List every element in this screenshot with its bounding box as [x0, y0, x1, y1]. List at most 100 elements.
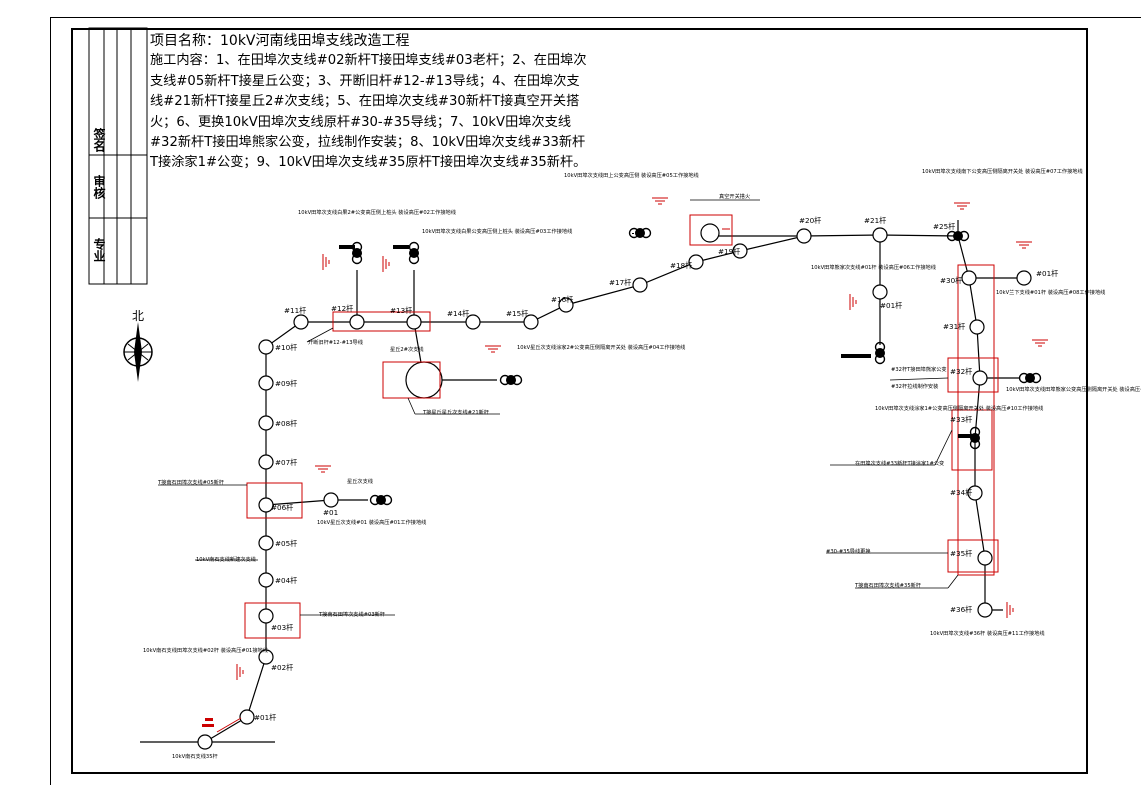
ann-33b: 在田埠次支线#33新杆T接涂家1#公变 [855, 459, 944, 467]
pole-31 [969, 319, 985, 335]
drawing-frame [71, 28, 1088, 774]
pole-label-10: #10杆 [275, 343, 297, 352]
pole-04 [258, 572, 274, 588]
sign-label-review: 审核 [92, 175, 106, 199]
pole-21 [872, 227, 888, 243]
switch-bars [339, 233, 972, 438]
pole-30 [961, 270, 977, 286]
ann-35: #30-#35导线更换 [826, 547, 871, 555]
pole-08 [258, 415, 274, 431]
pole-36 [977, 602, 993, 618]
pole-02 [258, 649, 274, 665]
project-description: 项目名称：10kV河南线田埠支线改造工程 施工内容：1、在田埠次支线#02新杆T… [150, 31, 590, 174]
ann-21: 10kV田埠熊家次支线#01杆 装设高压#06工作接地线 [811, 263, 936, 271]
pole-label-09: #09杆 [275, 379, 297, 388]
project-title-value: 10kV河南线田埠支线改造工程 [220, 33, 410, 49]
ann-05: 10kV南石支线新建次支线 [196, 555, 256, 563]
pole-01 [239, 709, 255, 725]
pole-label-36: #36杆 [950, 605, 972, 614]
pole-14 [465, 314, 481, 330]
pole-label-31: #31杆 [943, 322, 965, 331]
ann-13c: T接星丘星丘次支线#21新杆 [422, 408, 489, 416]
pole-label-12: #12杆 [331, 304, 353, 313]
pole-label-13: #13杆 [390, 306, 412, 315]
ann-36: 10kV田埠次支线#36杆 装设高压#11工作接地线 [930, 629, 1045, 637]
ann-02: 10kV南石支线田埠次支线#02杆 装设高压#01接地线 [143, 646, 268, 654]
annotations: 10kV南石支线35杆 10kV南石支线田埠次支线#02杆 装设高压#01接地线… [143, 167, 1141, 760]
pole-label-34: #34杆 [950, 488, 972, 497]
compass-icon [123, 322, 153, 382]
branch-pole-21-01 [872, 284, 888, 300]
pole-labels: #01杆 #02杆 #03杆 #04杆 #05杆 #06杆 #07杆 #08杆 … [254, 216, 1058, 722]
pole-03 [258, 608, 274, 624]
ann-32: #32杆T接田埠熊家公变 [891, 365, 947, 373]
pole-label-08: #08杆 [275, 419, 297, 428]
ann-13: 10kV田埠次支线白果公变高压侧上桩头 装设高压#03工作接地线 [422, 227, 572, 235]
ann-03: T接南石田埠次支线#03新杆 [318, 610, 385, 618]
pole-20 [796, 228, 812, 244]
pole-label-20: #20杆 [799, 216, 821, 225]
ann-35b: T接南石田埠次支线#35新杆 [854, 581, 921, 589]
pole-label-14: #14杆 [447, 309, 469, 318]
pole-label-06: #06杆 [271, 503, 293, 512]
pole-label-01: #01杆 [254, 713, 276, 722]
branch-pole-06-01 [323, 492, 339, 508]
pole-19 [732, 243, 748, 259]
sheet-top-border [50, 17, 1141, 18]
ann-13b: 星丘2#次支线 [390, 345, 424, 353]
branch-label-30-01: #01杆 [1036, 269, 1058, 278]
branch-pole-30-01 [1016, 270, 1032, 286]
ann-20b: 真空开关搭火 [719, 192, 750, 200]
pole-11 [293, 314, 309, 330]
leader-lines [158, 199, 959, 616]
highlight-boxes [244, 214, 999, 639]
pole-09 [258, 375, 274, 391]
pole-label-25: #25杆 [933, 222, 955, 231]
ann-1213: 开断旧杆#12-#13导线 [308, 338, 363, 346]
pole-label-18: #18杆 [670, 261, 692, 270]
pole-label-21: #21杆 [864, 216, 886, 225]
pole-06 [258, 497, 274, 513]
pole-35 [977, 550, 993, 566]
pole-34 [967, 485, 983, 501]
pole-label-30: #30杆 [940, 276, 962, 285]
pole-17 [632, 277, 648, 293]
pole-label-03: #03杆 [271, 623, 293, 632]
content-label: 施工内容： [150, 53, 216, 69]
project-title-label: 项目名称： [150, 33, 220, 49]
branch-label-06-01: #01 [323, 508, 338, 517]
ann-start-line: 10kV南石支线35杆 [172, 752, 218, 760]
pole-16 [558, 297, 574, 313]
sign-label-sign: 签名 [92, 128, 106, 152]
compass-label: 北 [132, 309, 144, 323]
pole-label-11: #11杆 [284, 306, 306, 315]
pole-label-32: #32杆 [950, 367, 972, 376]
pole-label-04: #04杆 [275, 576, 297, 585]
pole-15 [523, 314, 539, 330]
ann-12: 10kV田埠次支线白果2#公变高压侧上桩头 装设高压#02工作接地线 [298, 208, 456, 216]
sheet-left-border [50, 17, 51, 785]
pole-label-05: #05杆 [275, 539, 297, 548]
pole-xq21 [405, 361, 443, 399]
ann-xq2: 10kV星丘次支线涂家2#公变高压侧隔离开关处 装设高压#04工作接地线 [517, 343, 685, 351]
ann-06: T接南石田埠次支线#05新杆 [157, 478, 224, 486]
ann-33: 10kV田埠次支线涂家1#公变高压侧隔离开关处 装设高压#10工作接地线 [875, 404, 1043, 412]
pole-12 [349, 314, 365, 330]
ann-20: 10kV田埠次支线田上公变高压侧 装设高压#05工作接地线 [564, 171, 699, 179]
pole-vacuum-switch [700, 223, 720, 243]
branch-label-21-01: #01杆 [880, 301, 902, 310]
pole-32 [972, 370, 988, 386]
ann-30: 10kV兰下支线#01杆 装设高压#08工作接地线 [996, 288, 1105, 296]
pole-13 [406, 314, 422, 330]
pole-label-17: #17杆 [609, 278, 631, 287]
pole-label-02: #02杆 [271, 663, 293, 672]
content-text: 1、在田埠次支线#02新杆T接田埠支线#03老杆；2、在田埠次支线#05新杆T接… [150, 53, 587, 171]
pole-05 [258, 535, 274, 551]
pole-label-07: #07杆 [275, 458, 297, 467]
pole-07 [258, 454, 274, 470]
ann-25: 10kV田埠次支线南下公变高压侧隔离开关处 装设高压#07工作接地线 [922, 167, 1083, 175]
pole-18 [688, 254, 704, 270]
pole-label-15: #15杆 [506, 309, 528, 318]
